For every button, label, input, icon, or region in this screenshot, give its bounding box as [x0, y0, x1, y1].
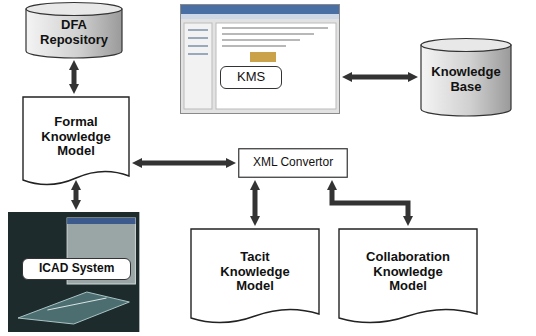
document-outline — [191, 229, 319, 323]
node-label: ICAD System — [39, 262, 114, 276]
node-label: DFA Repository — [34, 18, 114, 48]
page-line — [222, 27, 328, 29]
cylinder-body — [26, 9, 122, 58]
page-block — [250, 52, 276, 62]
panel-line — [188, 29, 208, 31]
document-outline — [339, 229, 477, 323]
double-arrow — [72, 70, 77, 84]
text-block: Tacit Knowledge Model — [205, 250, 305, 295]
node-label: Collaboration Knowledge Model — [353, 250, 463, 295]
panel-line — [188, 37, 208, 39]
kms-screenshot: KMS — [180, 4, 340, 114]
panel-line — [188, 53, 208, 55]
double-arrow — [352, 75, 408, 80]
model-document: Tacit Knowledge Model — [190, 228, 320, 328]
label-box: ICAD System — [22, 258, 131, 280]
cylinder-top — [421, 39, 511, 52]
node-label: XML Convertor — [253, 156, 333, 170]
double-arrow — [74, 190, 79, 200]
double-arrow — [332, 190, 408, 216]
box-outline — [239, 149, 348, 178]
node-label: Tacit Knowledge Model — [205, 250, 305, 295]
converter-box: XML Convertor — [238, 148, 348, 178]
text-block: Collaboration Knowledge Model — [353, 250, 463, 295]
document-outline — [23, 97, 129, 185]
node-outline — [180, 4, 340, 114]
model-document: Collaboration Knowledge Model — [338, 228, 478, 328]
text-block: Knowledge Base — [429, 65, 504, 95]
page-line — [222, 33, 314, 35]
screen-ground — [8, 212, 139, 332]
repository-cylinder: DFA Repository — [25, 2, 123, 58]
text-block: XML Convertor — [253, 156, 333, 170]
title-bar — [181, 5, 339, 14]
cad-edge — [47, 298, 106, 310]
double-arrow — [142, 161, 226, 166]
window-frame — [181, 5, 340, 114]
label-box: KMS — [220, 66, 282, 89]
node-label: Knowledge Base — [429, 65, 504, 95]
cylinder-top — [26, 3, 122, 16]
menu-bar — [181, 14, 339, 19]
cad-screenshot: ICAD System — [8, 212, 139, 332]
page-area — [216, 23, 336, 109]
cad-part — [18, 292, 129, 324]
text-block: DFA Repository — [34, 18, 114, 48]
node-label: Formal Knowledge Model — [36, 115, 116, 160]
node-label: KMS — [237, 70, 265, 85]
page-line — [222, 45, 286, 47]
double-arrow — [253, 190, 258, 216]
page-line — [222, 39, 300, 41]
model-document: Formal Knowledge Model — [22, 96, 130, 190]
text-block: Formal Knowledge Model — [36, 115, 116, 160]
side-panel — [184, 23, 212, 109]
database-cylinder: Knowledge Base — [420, 38, 512, 116]
panel-line — [188, 45, 208, 47]
cylinder-body — [421, 45, 511, 116]
cad-titlebar — [67, 218, 135, 224]
